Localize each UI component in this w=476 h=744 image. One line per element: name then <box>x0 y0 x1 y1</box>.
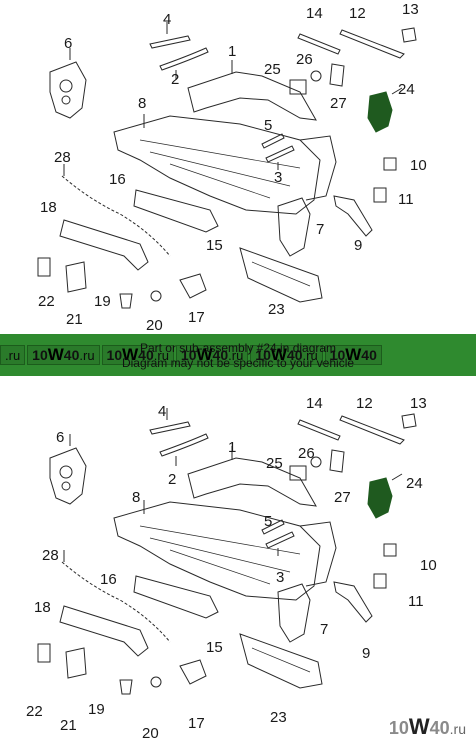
callout-bottom-15: 15 <box>206 639 223 656</box>
callout-bottom-6: 6 <box>56 429 65 446</box>
callout-bottom-25: 25 <box>266 455 283 472</box>
callout-bottom-1: 1 <box>228 439 237 456</box>
callout-top-18: 18 <box>40 199 57 216</box>
callout-top-2: 2 <box>171 71 180 88</box>
callout-top-22: 22 <box>38 293 55 310</box>
callout-top-9: 9 <box>354 237 363 254</box>
callout-bottom-9: 9 <box>362 645 371 662</box>
callout-bottom-23: 23 <box>270 709 287 726</box>
callout-bottom-20: 20 <box>142 725 159 742</box>
callout-bottom-2: 2 <box>168 471 177 488</box>
callout-top-27: 27 <box>330 95 347 112</box>
callout-top-15: 15 <box>206 237 223 254</box>
callout-bottom-21: 21 <box>60 717 77 734</box>
callout-bottom-19: 19 <box>88 701 105 718</box>
callout-top-20: 20 <box>146 317 163 334</box>
callout-top-21: 21 <box>66 311 83 328</box>
callout-bottom-4: 4 <box>158 403 167 420</box>
callout-top-26: 26 <box>296 51 313 68</box>
callout-bottom-18: 18 <box>34 599 51 616</box>
callout-top-14: 14 <box>306 5 323 22</box>
callout-top-4: 4 <box>163 11 172 28</box>
callout-top-1: 1 <box>228 43 237 60</box>
callout-top-16: 16 <box>109 171 126 188</box>
callout-bottom-5: 5 <box>264 513 273 530</box>
diagram-copy-bottom <box>37 407 417 695</box>
callout-top-11: 11 <box>398 191 414 208</box>
callout-bottom-12: 12 <box>356 395 373 412</box>
callout-bottom-13: 13 <box>410 395 427 412</box>
callout-top-5: 5 <box>264 117 273 134</box>
callout-bottom-17: 17 <box>188 715 205 732</box>
callout-bottom-11: 11 <box>408 593 424 610</box>
callout-bottom-24: 24 <box>406 475 423 492</box>
callout-bottom-10: 10 <box>420 557 437 574</box>
callout-top-10: 10 <box>410 157 427 174</box>
callout-bottom-14: 14 <box>306 395 323 412</box>
callout-top-12: 12 <box>349 5 366 22</box>
callout-bottom-16: 16 <box>100 571 117 588</box>
callout-bottom-3: 3 <box>276 569 285 586</box>
callout-top-24: 24 <box>398 81 415 98</box>
watermark-tile: .ru <box>0 345 26 365</box>
callout-bottom-8: 8 <box>132 489 141 506</box>
callout-top-6: 6 <box>64 35 73 52</box>
diagram-copy-top <box>37 21 417 309</box>
callout-top-7: 7 <box>316 221 325 238</box>
callout-top-25: 25 <box>264 61 281 78</box>
callout-bottom-28: 28 <box>42 547 59 564</box>
callout-top-19: 19 <box>94 293 111 310</box>
callout-top-8: 8 <box>138 95 147 112</box>
callout-top-28: 28 <box>54 149 71 166</box>
callout-bottom-27: 27 <box>334 489 351 506</box>
callout-top-3: 3 <box>274 169 283 186</box>
callout-top-13: 13 <box>402 1 419 18</box>
callout-top-23: 23 <box>268 301 285 318</box>
callout-bottom-26: 26 <box>298 445 315 462</box>
callout-bottom-7: 7 <box>320 621 329 638</box>
callout-top-17: 17 <box>188 309 205 326</box>
callout-bottom-22: 22 <box>26 703 43 720</box>
